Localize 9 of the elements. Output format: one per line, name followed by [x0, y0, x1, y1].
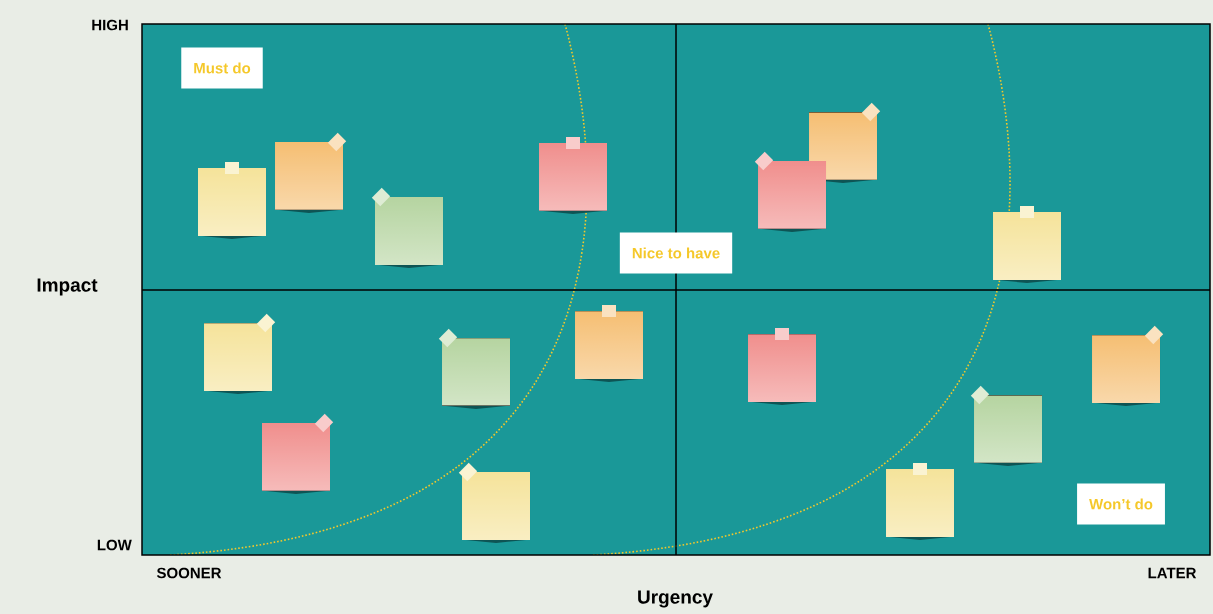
wont-do-label: Won’t do	[1077, 483, 1165, 525]
must-do-label: Must do	[181, 47, 263, 89]
high-label: HIGH	[92, 19, 128, 31]
nice-to-have-label: Nice to have	[619, 232, 733, 274]
axis-title: Urgency	[638, 590, 713, 608]
later-label: LATER	[1148, 567, 1197, 579]
low-label: LOW	[97, 539, 132, 551]
axis-title: Impact	[37, 278, 98, 296]
sooner-label: SOONER	[156, 567, 222, 579]
